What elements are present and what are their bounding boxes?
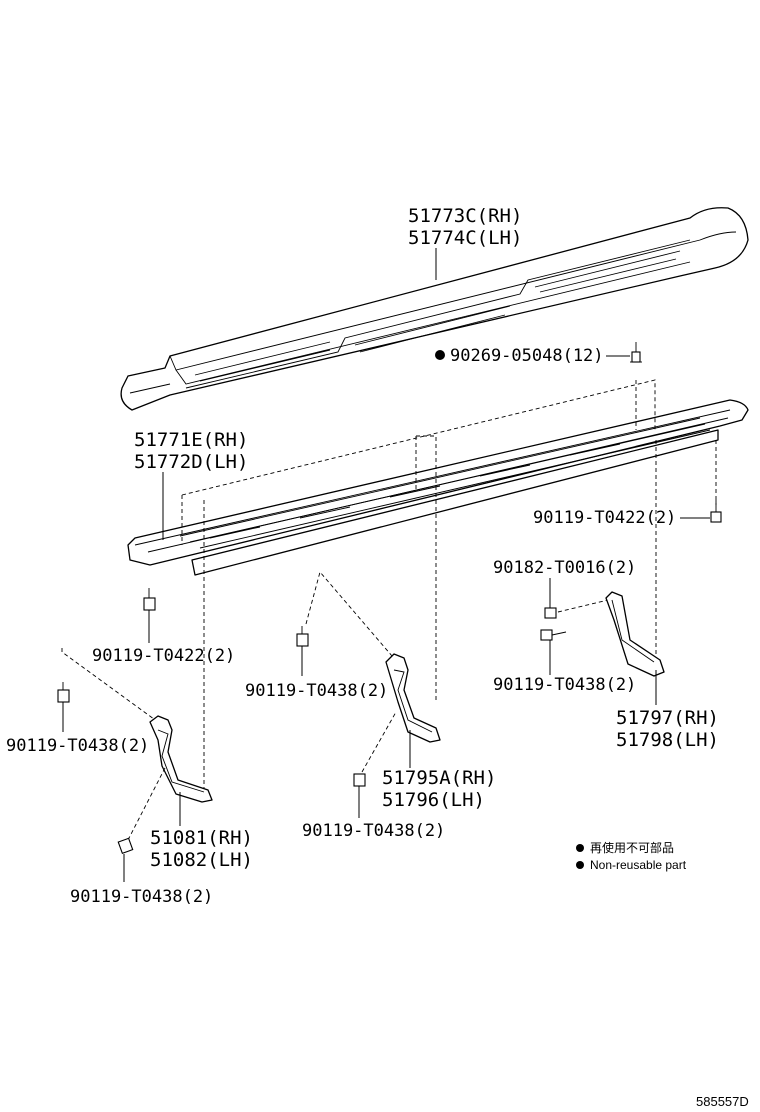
bolt-center-lower-callout: 90119-T0438(2)	[302, 821, 445, 841]
non-reusable-dot-icon	[435, 350, 445, 360]
diagram-code: 585557D	[696, 1094, 749, 1109]
clip-icon	[630, 342, 642, 363]
alignment-dashes	[181, 379, 717, 800]
bracket-center-part	[385, 653, 441, 743]
bracket-front-callout-rh: 51081(RH)	[150, 827, 253, 849]
bolt-left-lower-icon	[143, 588, 156, 611]
bolt-right-lower-callout: 90119-T0438(2)	[493, 675, 636, 695]
bracket-rear-callout-rh: 51797(RH)	[616, 707, 719, 729]
nut-right-icon	[544, 607, 557, 619]
bolt-left-front-icon	[57, 682, 70, 703]
legend: 再使用不可部品 Non-reusable part	[576, 840, 687, 872]
bolt-left-lower-callout: 90119-T0422(2)	[92, 646, 235, 666]
bolt-left-front-callout: 90119-T0438(2)	[6, 736, 149, 756]
bracket-center-callout-rh: 51795A(RH)	[382, 767, 496, 789]
bolt-center-lower-icon	[353, 773, 366, 787]
running-board-part	[127, 399, 749, 576]
nut-right-callout: 90182-T0016(2)	[493, 558, 636, 578]
step-cover-callout-rh: 51773C(RH)	[408, 205, 522, 227]
legend-english: Non-reusable part	[590, 858, 687, 872]
running-board-callout-lh: 51772D(LH)	[134, 451, 248, 473]
bracket-center-dash	[361, 711, 397, 773]
step-cover-callout-lh: 51774C(LH)	[408, 227, 522, 249]
clip-callout: 90269-05048(12)	[450, 346, 604, 366]
running-board-callout-rh: 51771E(RH)	[134, 429, 248, 451]
nut-right-dash	[557, 599, 609, 613]
legend-dot-icon	[576, 844, 584, 852]
bracket-front-part	[149, 715, 213, 803]
bolt-left-front-dash	[61, 648, 159, 723]
bracket-center-callout-lh: 51796(LH)	[382, 789, 485, 811]
bracket-front-callout-lh: 51082(LH)	[150, 849, 253, 871]
bolt-center-upper-icon	[296, 626, 309, 647]
bracket-rear-callout-lh: 51798(LH)	[616, 729, 719, 751]
step-cover-part	[120, 207, 749, 411]
bolt-bottom-icon	[117, 837, 134, 855]
bolt-right-upper-callout: 90119-T0422(2)	[533, 508, 676, 528]
bolt-bottom-callout: 90119-T0438(2)	[70, 887, 213, 907]
legend-japanese: 再使用不可部品	[590, 840, 674, 855]
legend-dot-icon	[576, 861, 584, 869]
bracket-rear-part	[605, 591, 665, 677]
bolt-center-upper-callout: 90119-T0438(2)	[245, 681, 388, 701]
bolt-center-upper-dash	[305, 571, 393, 657]
bolt-right-upper-icon	[710, 500, 722, 523]
bolt-right-lower-icon	[540, 629, 567, 641]
